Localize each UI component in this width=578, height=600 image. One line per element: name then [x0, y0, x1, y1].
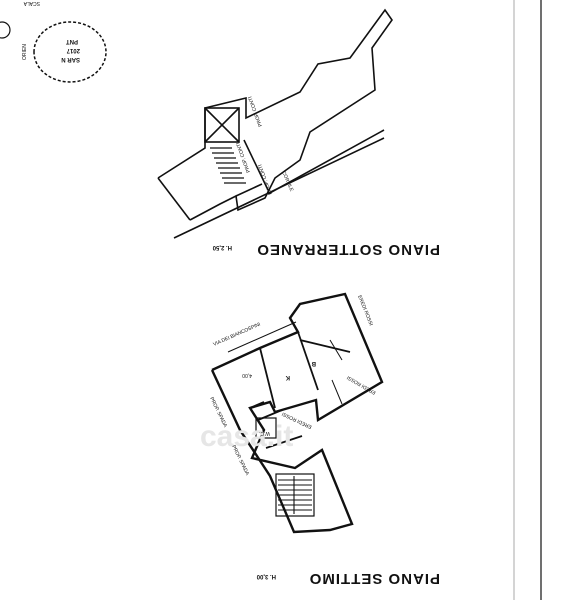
stairwell-box	[204, 107, 240, 143]
basement-height: H. 2,50	[212, 244, 232, 250]
seventh-floor-plan	[210, 292, 384, 534]
basement-title: PIANO SOTTERRANEO	[256, 241, 440, 258]
interior-wall	[329, 339, 343, 361]
basement-wall-label: PROP. CONTI	[257, 163, 274, 195]
street-label: VIA DEI BIANCOSPINI	[212, 322, 261, 348]
interior-wall	[227, 321, 297, 353]
stamp-line-2: 2017	[66, 47, 80, 53]
interior-wall	[299, 339, 351, 353]
neighbor-label: EREDI ROSSI	[356, 295, 374, 327]
neighbor-label: EREDI ROSSI	[346, 374, 377, 395]
stairwell-box	[275, 473, 315, 517]
room-label: K	[285, 374, 290, 380]
room-label: W.C.	[259, 430, 270, 436]
interior-wall	[249, 401, 265, 409]
scale-label: SCALA	[23, 0, 40, 6]
basement-stairs	[210, 147, 246, 184]
cellar-partition	[243, 139, 269, 191]
basement-plan	[157, 8, 393, 239]
stamp-line-3: PNT	[66, 38, 78, 44]
basement-wall	[157, 177, 191, 221]
seventh-floor-stairs	[278, 476, 312, 514]
lift-box	[255, 417, 277, 439]
orient-label: ORIEN	[22, 44, 28, 60]
interior-wall	[259, 347, 276, 409]
interior-wall	[331, 379, 343, 405]
stairwell-cross	[204, 107, 240, 143]
room-label: B	[311, 360, 316, 366]
seventh-floor-title: PIANO SETTIMO	[309, 570, 440, 587]
dimension-label: 4,00	[242, 372, 252, 378]
registry-stamp: SAR N 2017 PNT	[33, 21, 107, 83]
watermark: casa.it	[200, 420, 293, 453]
cellar-partition	[235, 183, 263, 197]
basement-outline	[157, 8, 393, 221]
seventh-floor-height: H. 3,00	[256, 573, 276, 579]
basement-wall	[173, 137, 385, 239]
stamp-line-1: SAR N	[61, 56, 80, 62]
interior-wall	[265, 435, 303, 449]
apartment-outline	[210, 292, 384, 534]
interior-wall	[297, 331, 319, 391]
compass-mark	[0, 21, 11, 39]
